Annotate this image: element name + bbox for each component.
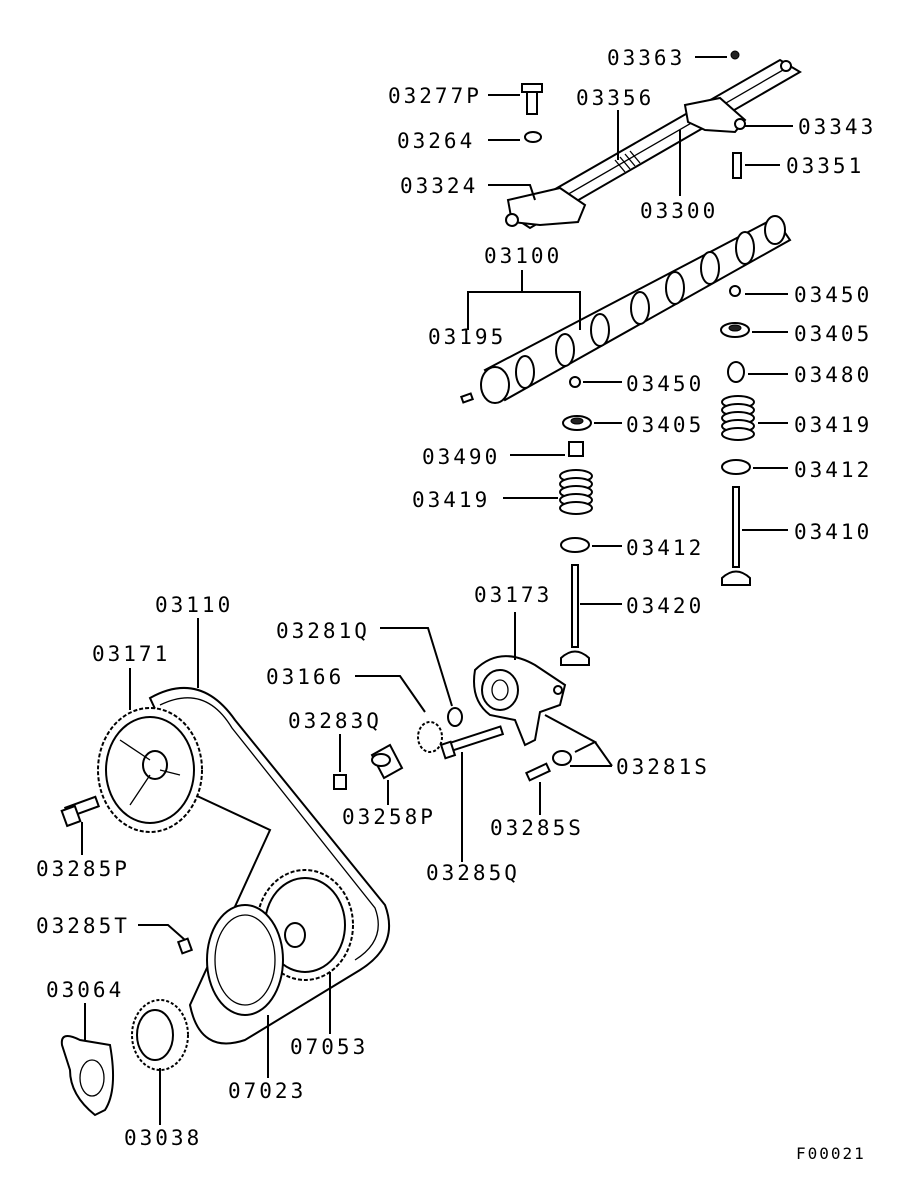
label-03110: 03110 xyxy=(155,593,233,617)
label-03038: 03038 xyxy=(124,1126,202,1150)
exhaust-valve-stack xyxy=(720,285,755,586)
figure-code: F00021 xyxy=(796,1144,866,1163)
label-03285P: 03285P xyxy=(36,857,130,881)
label-03171: 03171 xyxy=(92,642,170,666)
label-03283Q: 03283Q xyxy=(288,709,382,733)
intake-valve-stack xyxy=(559,376,593,666)
label-03343: 03343 xyxy=(798,115,876,139)
leader-lines xyxy=(81,56,793,1125)
label-03420: 03420 xyxy=(626,594,704,618)
label-03363: 03363 xyxy=(607,46,685,70)
label-03195: 03195 xyxy=(428,325,506,349)
label-03419-left: 03419 xyxy=(412,488,490,512)
label-03412-right: 03412 xyxy=(794,458,872,482)
label-07023: 07023 xyxy=(228,1079,306,1103)
label-03419-right: 03419 xyxy=(794,413,872,437)
label-03450-upper: 03450 xyxy=(794,283,872,307)
label-03166: 03166 xyxy=(266,665,344,689)
camshaft-sprocket xyxy=(97,707,203,833)
label-03281Q: 03281Q xyxy=(276,619,370,643)
fasteners xyxy=(60,707,572,955)
belt-tensioner xyxy=(473,655,567,747)
label-03412-left: 03412 xyxy=(626,536,704,560)
label-03264: 03264 xyxy=(397,129,475,153)
label-03450-lower: 03450 xyxy=(626,372,704,396)
label-03410: 03410 xyxy=(794,520,872,544)
label-03281S: 03281S xyxy=(616,755,710,779)
label-03285T: 03285T xyxy=(36,914,130,938)
label-03258P: 03258P xyxy=(342,805,436,829)
label-03405-lower: 03405 xyxy=(626,413,704,437)
label-03064: 03064 xyxy=(46,978,124,1002)
label-03173: 03173 xyxy=(474,583,552,607)
rocker-shaft-assembly xyxy=(505,50,802,230)
label-07053: 07053 xyxy=(290,1035,368,1059)
label-03405-upper: 03405 xyxy=(794,322,872,346)
label-03285Q: 03285Q xyxy=(426,861,520,885)
camshaft xyxy=(459,215,792,404)
label-03277P: 03277P xyxy=(388,84,482,108)
part-labels: 03363 03277P 03356 03343 03264 03351 033… xyxy=(36,46,876,1163)
label-03285S: 03285S xyxy=(490,816,584,840)
label-03100: 03100 xyxy=(484,244,562,268)
label-03356: 03356 xyxy=(576,86,654,110)
label-03324: 03324 xyxy=(400,174,478,198)
label-03300: 03300 xyxy=(640,199,718,223)
label-03490: 03490 xyxy=(422,445,500,469)
crankshaft-pulley xyxy=(60,999,189,1117)
crank-sprocket xyxy=(206,869,354,1016)
label-03480: 03480 xyxy=(794,363,872,387)
label-03351: 03351 xyxy=(786,154,864,178)
